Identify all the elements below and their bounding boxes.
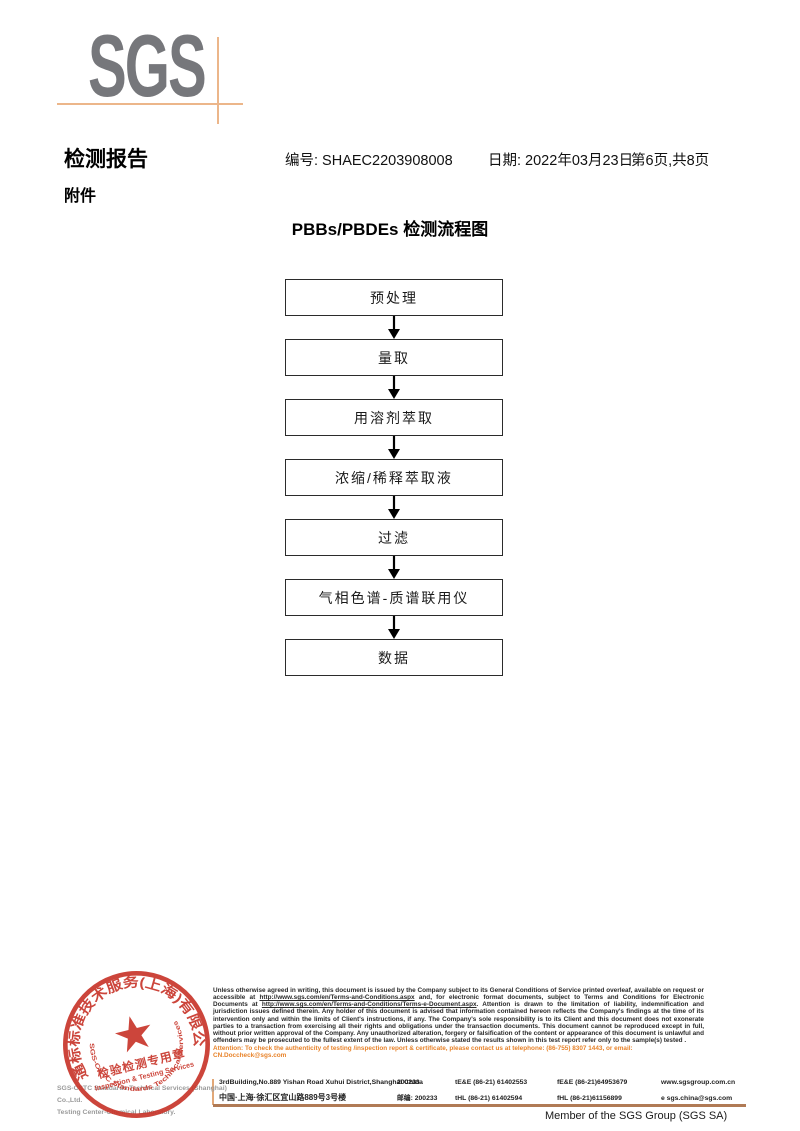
flow-step-data: 数据	[285, 639, 503, 676]
page-indicator: 第6页,共8页	[631, 153, 710, 169]
disclaimer-text: and, for electronic format documents, su…	[213, 994, 705, 1009]
disclaimer-text: . Attention is drawn to the limitation o…	[213, 1001, 704, 1045]
flow-step-label: 数据	[378, 649, 410, 666]
flow-step-label: 量取	[378, 349, 410, 366]
flow-step-concentrate-dilute: 浓缩/稀释萃取液	[285, 459, 503, 496]
telephone-hl: tHL (86-21) 61402594	[455, 1095, 523, 1102]
stamp-ring	[63, 971, 210, 1118]
flow-step-filter: 过滤	[285, 519, 503, 556]
company-name-line: SGS-CSTC Standards Technical Services (S…	[57, 1085, 227, 1104]
flow-step-label: 浓缩/稀释萃取液	[335, 469, 453, 486]
address-row-chinese: 中国·上海·徐汇区宜山路889号3号楼 邮编: 200233 tHL (86-2…	[219, 1092, 746, 1105]
flow-arrow-down-icon	[285, 556, 503, 579]
postcode-chinese: 邮编: 200233	[397, 1095, 438, 1102]
logo-crop-mark-vertical	[217, 37, 219, 124]
postcode: 200233	[397, 1079, 420, 1086]
telephone-ee: tE&E (86-21) 61402553	[455, 1079, 528, 1086]
address-chinese: 中国·上海·徐汇区宜山路889号3号楼	[219, 1093, 347, 1102]
flow-arrow-down-icon	[285, 316, 503, 339]
fax-ee: fE&E (86-21)64953679	[557, 1079, 628, 1086]
flow-step-pretreatment: 预处理	[285, 279, 503, 316]
flow-step-label: 气相色谱-质谱联用仪	[318, 589, 470, 606]
attachment-label: 附件	[64, 188, 97, 205]
disclaimer-paragraph: Unless otherwise agreed in writing, this…	[213, 987, 704, 1044]
terms-url: http://www.sgs.com/en/Terms-and-Conditio…	[259, 994, 415, 1002]
flowchart-title: PBBs/PBDEs 检测流程图	[291, 220, 489, 239]
address-block: 3rdBuilding,No.889 Yishan Road Xuhui Dis…	[219, 1079, 746, 1105]
fax-hl: fHL (86-21)61156899	[557, 1095, 622, 1102]
flow-arrow-down-icon	[285, 616, 503, 639]
disclaimer-text: Unless otherwise agreed in writing, this…	[213, 987, 704, 1002]
flow-arrow-down-icon	[285, 496, 503, 519]
logo-crop-mark-horizontal	[57, 103, 243, 105]
website: www.sgsgroup.com.cn	[661, 1079, 736, 1086]
email: e sgs.china@sgs.com	[661, 1095, 733, 1102]
inspection-stamp-seal: 通标标准技术服务(上海)有限公司 SGS-CSTC Standards Tech…	[26, 936, 236, 1131]
flow-step-gcms: 气相色谱-质谱联用仪	[285, 579, 503, 616]
address-row-english: 3rdBuilding,No.889 Yishan Road Xuhui Dis…	[219, 1079, 746, 1092]
attention-notice: Attention: To check the authenticity of …	[213, 1045, 633, 1060]
footer-rule-line	[213, 1104, 746, 1107]
address-divider-line	[212, 1079, 214, 1105]
flow-arrow-down-icon	[285, 436, 503, 459]
report-title: 检测报告	[64, 148, 148, 171]
flow-step-label: 过滤	[378, 529, 410, 546]
flow-step-solvent-extraction: 用溶剂萃取	[285, 399, 503, 436]
flow-step-label: 预处理	[370, 289, 418, 306]
flow-step-label: 用溶剂萃取	[354, 409, 434, 426]
sgs-group-membership: Member of the SGS Group (SGS SA)	[545, 1110, 728, 1122]
flowchart: 预处理 量取 用溶剂萃取 浓缩/稀释萃取液 过滤 气相色谱-质谱联用仪 数据	[285, 279, 503, 676]
sgs-logo: SGS	[88, 16, 207, 115]
report-number: 编号: SHAEC2203908008	[285, 153, 453, 169]
report-date: 日期: 2022年03月23日	[488, 153, 634, 169]
legal-fineprint: Unless otherwise agreed in writing, this…	[213, 987, 704, 1060]
flow-step-measure: 量取	[285, 339, 503, 376]
terms-e-document-url: http://www.sgs.com/en/Terms-and-Conditio…	[261, 1001, 477, 1009]
flow-arrow-down-icon	[285, 376, 503, 399]
address-english: 3rdBuilding,No.889 Yishan Road Xuhui Dis…	[219, 1079, 423, 1086]
